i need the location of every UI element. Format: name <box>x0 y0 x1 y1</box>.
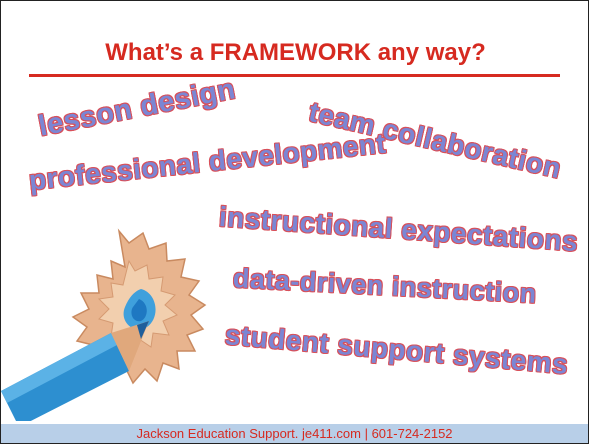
pencil-body <box>1 321 149 421</box>
word-data-driven-instruction: data-driven instruction <box>232 263 538 309</box>
word-professional-development: professional development <box>27 127 388 196</box>
word-instructional-expectations: instructional expectations <box>217 201 580 258</box>
word-student-support-systems: student support systems <box>223 319 570 380</box>
word-lesson-design: lesson design <box>35 73 239 143</box>
title-divider <box>29 74 560 77</box>
footer-contact: Jackson Education Support. je411.com | 6… <box>1 424 588 443</box>
slide-title: What’s a FRAMEWORK any way? <box>105 39 486 66</box>
pencil-shavings-image <box>1 228 207 421</box>
